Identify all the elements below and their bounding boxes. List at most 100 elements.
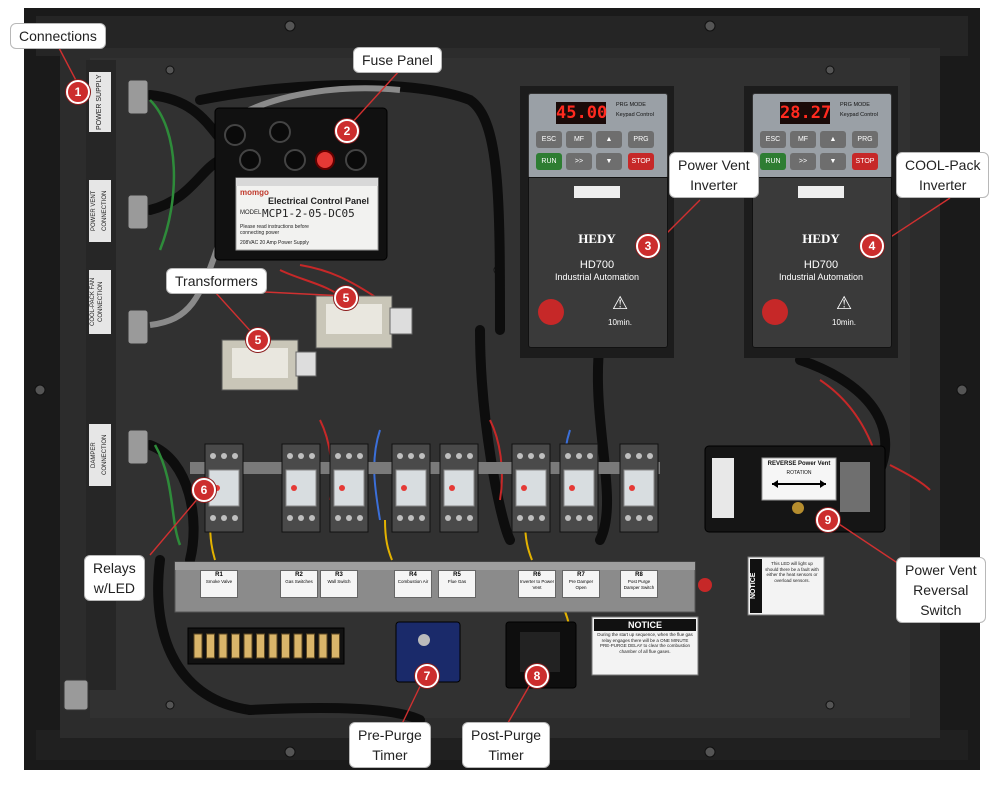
- inverter-key-5[interactable]: >>: [790, 153, 816, 170]
- callout-connections: Connections: [10, 23, 106, 49]
- badge-coolpack-inverter: 4: [860, 234, 884, 258]
- callout-coolpack-inverter: COOL-Pack Inverter: [896, 152, 990, 198]
- fuse-panel-rating: 208VAC 20 Amp Power Supply: [240, 240, 309, 246]
- badge-transformer-upper: 5: [334, 286, 358, 310]
- badge-connections: 1: [66, 80, 90, 104]
- warning-triangle-icon: ⚠: [612, 293, 629, 313]
- inverter-key-5[interactable]: >>: [566, 153, 592, 170]
- relay-id: R3: [335, 572, 343, 578]
- badge-transformer-lower: 5: [246, 328, 270, 352]
- terminal-3: [218, 633, 228, 659]
- inverter-mode-2: Keypad Control: [840, 112, 878, 118]
- side-label-power-supply: POWER SUPPLY: [89, 72, 111, 132]
- inverter-key-4[interactable]: RUN: [760, 153, 786, 170]
- relay-5: [439, 443, 479, 533]
- terminal-6: [256, 633, 265, 659]
- callout-fuse-panel: Fuse Panel: [353, 47, 442, 73]
- relay-id: R1: [215, 572, 223, 578]
- terminal-7: [268, 633, 278, 659]
- fuse-model-prefix: MODEL: [240, 210, 262, 216]
- fuse-panel-label: momgo Electrical Control Panel MODEL MCP…: [238, 186, 376, 248]
- callout-transformers: Transformers: [166, 268, 267, 294]
- terminal-8: [281, 633, 290, 659]
- side-label-coolpack-fan: COOL-PACK FAN CONNECTION: [89, 270, 111, 334]
- relay-id: R2: [295, 572, 303, 578]
- notice-text: During the start up sequence, when the f…: [597, 632, 693, 654]
- relay-function: Pre Damper Open: [568, 579, 594, 590]
- relay-function: Inverter to Power Vent: [519, 579, 555, 590]
- inverter-display: 45.00: [556, 102, 608, 124]
- fuse-panel-note: Please read instructions before connecti…: [240, 224, 309, 236]
- terminal-1: [193, 633, 203, 659]
- led-notice-title: NOTICE: [750, 559, 762, 613]
- callout-pre-purge-timer: Pre-Purge Timer: [349, 722, 431, 768]
- inverter-warning-text: 10min.: [832, 318, 857, 327]
- fuse-panel: [214, 107, 388, 261]
- inverter-key-0[interactable]: ESC: [536, 131, 562, 148]
- reverse-switch-assembly: [704, 445, 886, 533]
- reverse-label-subtitle: ROTATION: [786, 470, 812, 476]
- inverter-subtitle: Industrial Automation: [554, 272, 640, 282]
- inverter-brand: HEDY: [578, 231, 616, 246]
- terminal-10: [306, 633, 315, 659]
- badge-power-vent-inverter: 3: [636, 234, 660, 258]
- terminal-4: [231, 633, 240, 659]
- relay-id: R4: [409, 572, 417, 578]
- inverter-key-6[interactable]: ▼: [820, 153, 846, 170]
- callout-relays: Relays w/LED: [84, 555, 145, 601]
- relay-1: [204, 443, 244, 533]
- inverter-key-6[interactable]: ▼: [596, 153, 622, 170]
- relay-2: [281, 443, 321, 533]
- inverter-subtitle: Industrial Automation: [778, 272, 864, 282]
- relay-8: [619, 443, 659, 533]
- inverter-key-2[interactable]: ▲: [596, 131, 622, 148]
- side-label-damper: DAMPER CONNECTION: [89, 424, 111, 486]
- badge-post-purge-timer: 8: [525, 664, 549, 688]
- inverter-warning-sticker: [538, 299, 564, 325]
- inverter-mode-2: Keypad Control: [616, 112, 654, 118]
- terminal-9: [293, 633, 303, 659]
- inverter-key-1[interactable]: MF: [790, 131, 816, 148]
- inverter-mode-1: PRG MODE: [840, 102, 870, 108]
- fuse-panel-title: Electrical Control Panel: [268, 196, 370, 206]
- inverter-key-3[interactable]: PRG: [628, 131, 654, 148]
- terminal-2: [206, 633, 215, 659]
- callout-power-vent-inverter: Power Vent Inverter: [669, 152, 759, 198]
- inverter-key-1[interactable]: MF: [566, 131, 592, 148]
- relay-id: R7: [577, 572, 585, 578]
- badge-fuse-panel: 2: [335, 119, 359, 143]
- relay-function: Post Purge Damper Switch: [623, 579, 655, 590]
- inverter-key-0[interactable]: ESC: [760, 131, 786, 148]
- inverter-key-2[interactable]: ▲: [820, 131, 846, 148]
- badge-reversal-switch: 9: [816, 508, 840, 532]
- side-label-power-vent: POWER VENT CONNECTION: [89, 180, 111, 242]
- warning-triangle-icon: ⚠: [836, 293, 853, 313]
- inverter-mode-1: PRG MODE: [616, 102, 646, 108]
- inverter-key-3[interactable]: PRG: [852, 131, 878, 148]
- callout-reversal-switch: Power Vent Reversal Switch: [896, 557, 986, 623]
- relay-function: Gas Switches: [285, 579, 313, 584]
- terminal-5: [243, 633, 253, 659]
- inverter-key-7[interactable]: STOP: [852, 153, 878, 170]
- inverter-warning-text: 10min.: [608, 318, 633, 327]
- inverter-warning-sticker: [762, 299, 788, 325]
- inverter-key-7[interactable]: STOP: [628, 153, 654, 170]
- inverter-key-4[interactable]: RUN: [536, 153, 562, 170]
- relay-6: [511, 443, 551, 533]
- relay-7: [559, 443, 599, 533]
- notice-title: NOTICE: [594, 619, 696, 631]
- terminal-11: [318, 633, 328, 659]
- transformers: [221, 295, 413, 391]
- relay-id: R8: [635, 572, 643, 578]
- led-notice-label: NOTICE This LED will light up should the…: [750, 559, 822, 613]
- inverter-model: HD700: [803, 259, 839, 271]
